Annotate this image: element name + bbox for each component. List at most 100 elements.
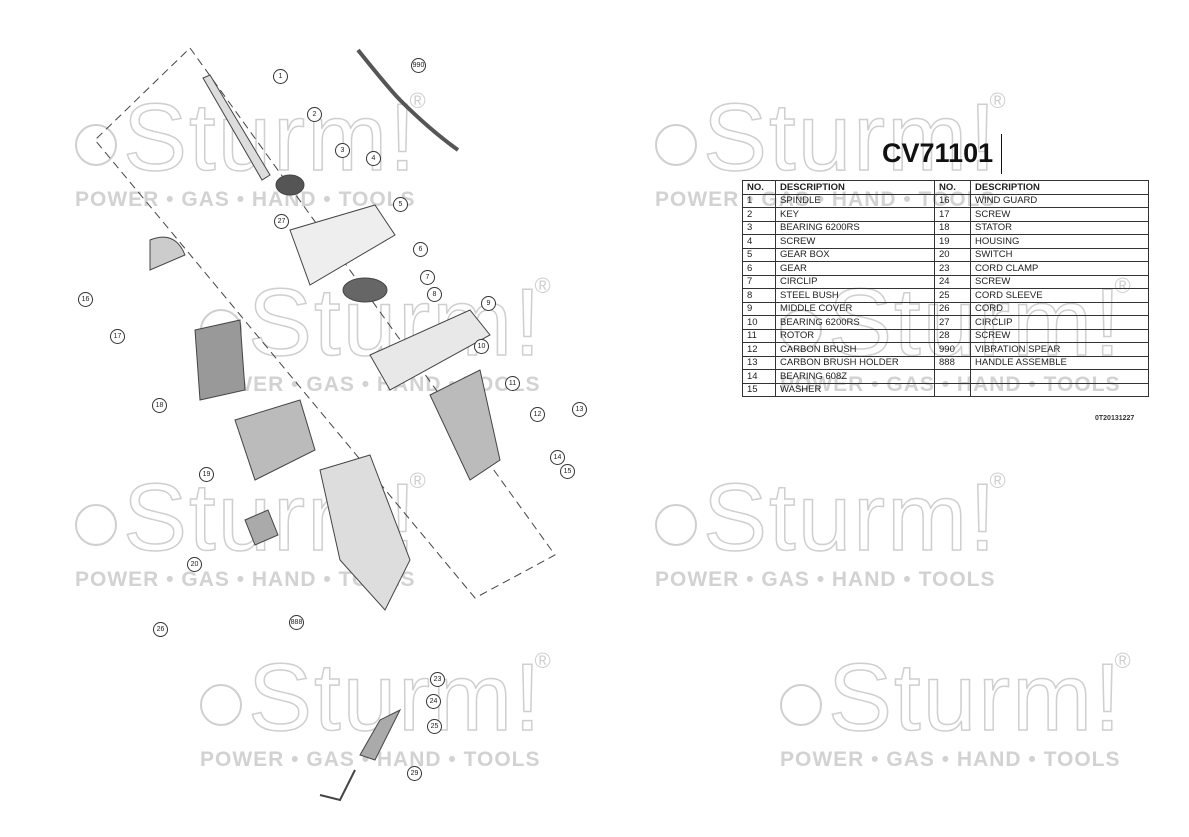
part-description: BEARING 608Z bbox=[775, 369, 935, 384]
part-callout: 888 bbox=[289, 615, 304, 630]
part-callout: 13 bbox=[572, 402, 587, 417]
part-description: CIRCLIP bbox=[775, 274, 935, 289]
part-description: ROTOR bbox=[775, 328, 935, 343]
part-callout: 29 bbox=[407, 766, 422, 781]
part-number bbox=[934, 382, 971, 397]
part-callout: 9 bbox=[481, 296, 496, 311]
part-description: SCREW bbox=[970, 274, 1149, 289]
part-callout: 7 bbox=[420, 270, 435, 285]
part-number: 19 bbox=[934, 234, 971, 249]
part-description: STATOR bbox=[970, 220, 1149, 235]
part-description: KEY bbox=[775, 207, 935, 222]
part-description: CIRCLIP bbox=[970, 315, 1149, 330]
part-callout: 26 bbox=[153, 622, 168, 637]
part-description: WASHER bbox=[775, 382, 935, 397]
header-no-2: NO. bbox=[934, 180, 971, 195]
part-number: 20 bbox=[934, 247, 971, 262]
part-number: 26 bbox=[934, 301, 971, 316]
part-callout: 18 bbox=[152, 398, 167, 413]
part-number: 14 bbox=[742, 369, 776, 384]
part-description: HANDLE ASSEMBLE bbox=[970, 355, 1149, 370]
text-cursor bbox=[1001, 134, 1002, 174]
part-number: 8 bbox=[742, 288, 776, 303]
part-number: 2 bbox=[742, 207, 776, 222]
part-description: CORD SLEEVE bbox=[970, 288, 1149, 303]
part-number bbox=[934, 369, 971, 384]
part-callout: 19 bbox=[199, 467, 214, 482]
part-description: VIBRATION SPEAR bbox=[970, 342, 1149, 357]
part-number: 5 bbox=[742, 247, 776, 262]
part-callout: 5 bbox=[393, 197, 408, 212]
header-description: DESCRIPTION bbox=[775, 180, 935, 195]
part-number: 10 bbox=[742, 315, 776, 330]
part-description: SCREW bbox=[775, 234, 935, 249]
part-callout: 11 bbox=[505, 376, 520, 391]
part-description: BEARING 6200RS bbox=[775, 220, 935, 235]
header-description-2: DESCRIPTION bbox=[970, 180, 1149, 195]
part-callout: 24 bbox=[426, 694, 441, 709]
part-description: CORD CLAMP bbox=[970, 261, 1149, 276]
part-callout: 4 bbox=[366, 151, 381, 166]
part-number: 9 bbox=[742, 301, 776, 316]
part-number: 990 bbox=[934, 342, 971, 357]
part-description: STEEL BUSH bbox=[775, 288, 935, 303]
part-callout: 6 bbox=[413, 242, 428, 257]
part-callout: 16 bbox=[78, 292, 93, 307]
part-number: 24 bbox=[934, 274, 971, 289]
part-number: 17 bbox=[934, 207, 971, 222]
table-header-row: NO. DESCRIPTION NO. DESCRIPTION bbox=[742, 180, 1149, 195]
part-description: SPINDLE bbox=[775, 193, 935, 208]
part-description bbox=[970, 369, 1149, 384]
part-number: 13 bbox=[742, 355, 776, 370]
part-number: 11 bbox=[742, 328, 776, 343]
part-description: WIND GUARD bbox=[970, 193, 1149, 208]
part-number: 4 bbox=[742, 234, 776, 249]
part-number: 888 bbox=[934, 355, 971, 370]
part-callout: 20 bbox=[187, 557, 202, 572]
part-number: 15 bbox=[742, 382, 776, 397]
part-number: 1 bbox=[742, 193, 776, 208]
document-code: 0T20131227 bbox=[1095, 415, 1135, 422]
part-number: 18 bbox=[934, 220, 971, 235]
part-description: HOUSING bbox=[970, 234, 1149, 249]
part-number: 16 bbox=[934, 193, 971, 208]
part-number: 25 bbox=[934, 288, 971, 303]
part-description: SWITCH bbox=[970, 247, 1149, 262]
part-description: CARBON BRUSH HOLDER bbox=[775, 355, 935, 370]
part-callout: 8 bbox=[427, 287, 442, 302]
part-number: 23 bbox=[934, 261, 971, 276]
part-callout: 27 bbox=[274, 214, 289, 229]
part-description: CARBON BRUSH bbox=[775, 342, 935, 357]
part-callout: 25 bbox=[427, 719, 442, 734]
part-number: 7 bbox=[742, 274, 776, 289]
part-callout: 14 bbox=[550, 450, 565, 465]
part-callout: 10 bbox=[474, 339, 489, 354]
part-description: BEARING 6200RS bbox=[775, 315, 935, 330]
part-description: SCREW bbox=[970, 328, 1149, 343]
part-description: MIDDLE COVER bbox=[775, 301, 935, 316]
part-callout: 990 bbox=[411, 58, 426, 73]
part-description: GEAR BOX bbox=[775, 247, 935, 262]
part-number: 3 bbox=[742, 220, 776, 235]
part-description: GEAR bbox=[775, 261, 935, 276]
part-description: CORD bbox=[970, 301, 1149, 316]
part-description bbox=[970, 382, 1149, 397]
header-no: NO. bbox=[742, 180, 776, 195]
part-number: 27 bbox=[934, 315, 971, 330]
